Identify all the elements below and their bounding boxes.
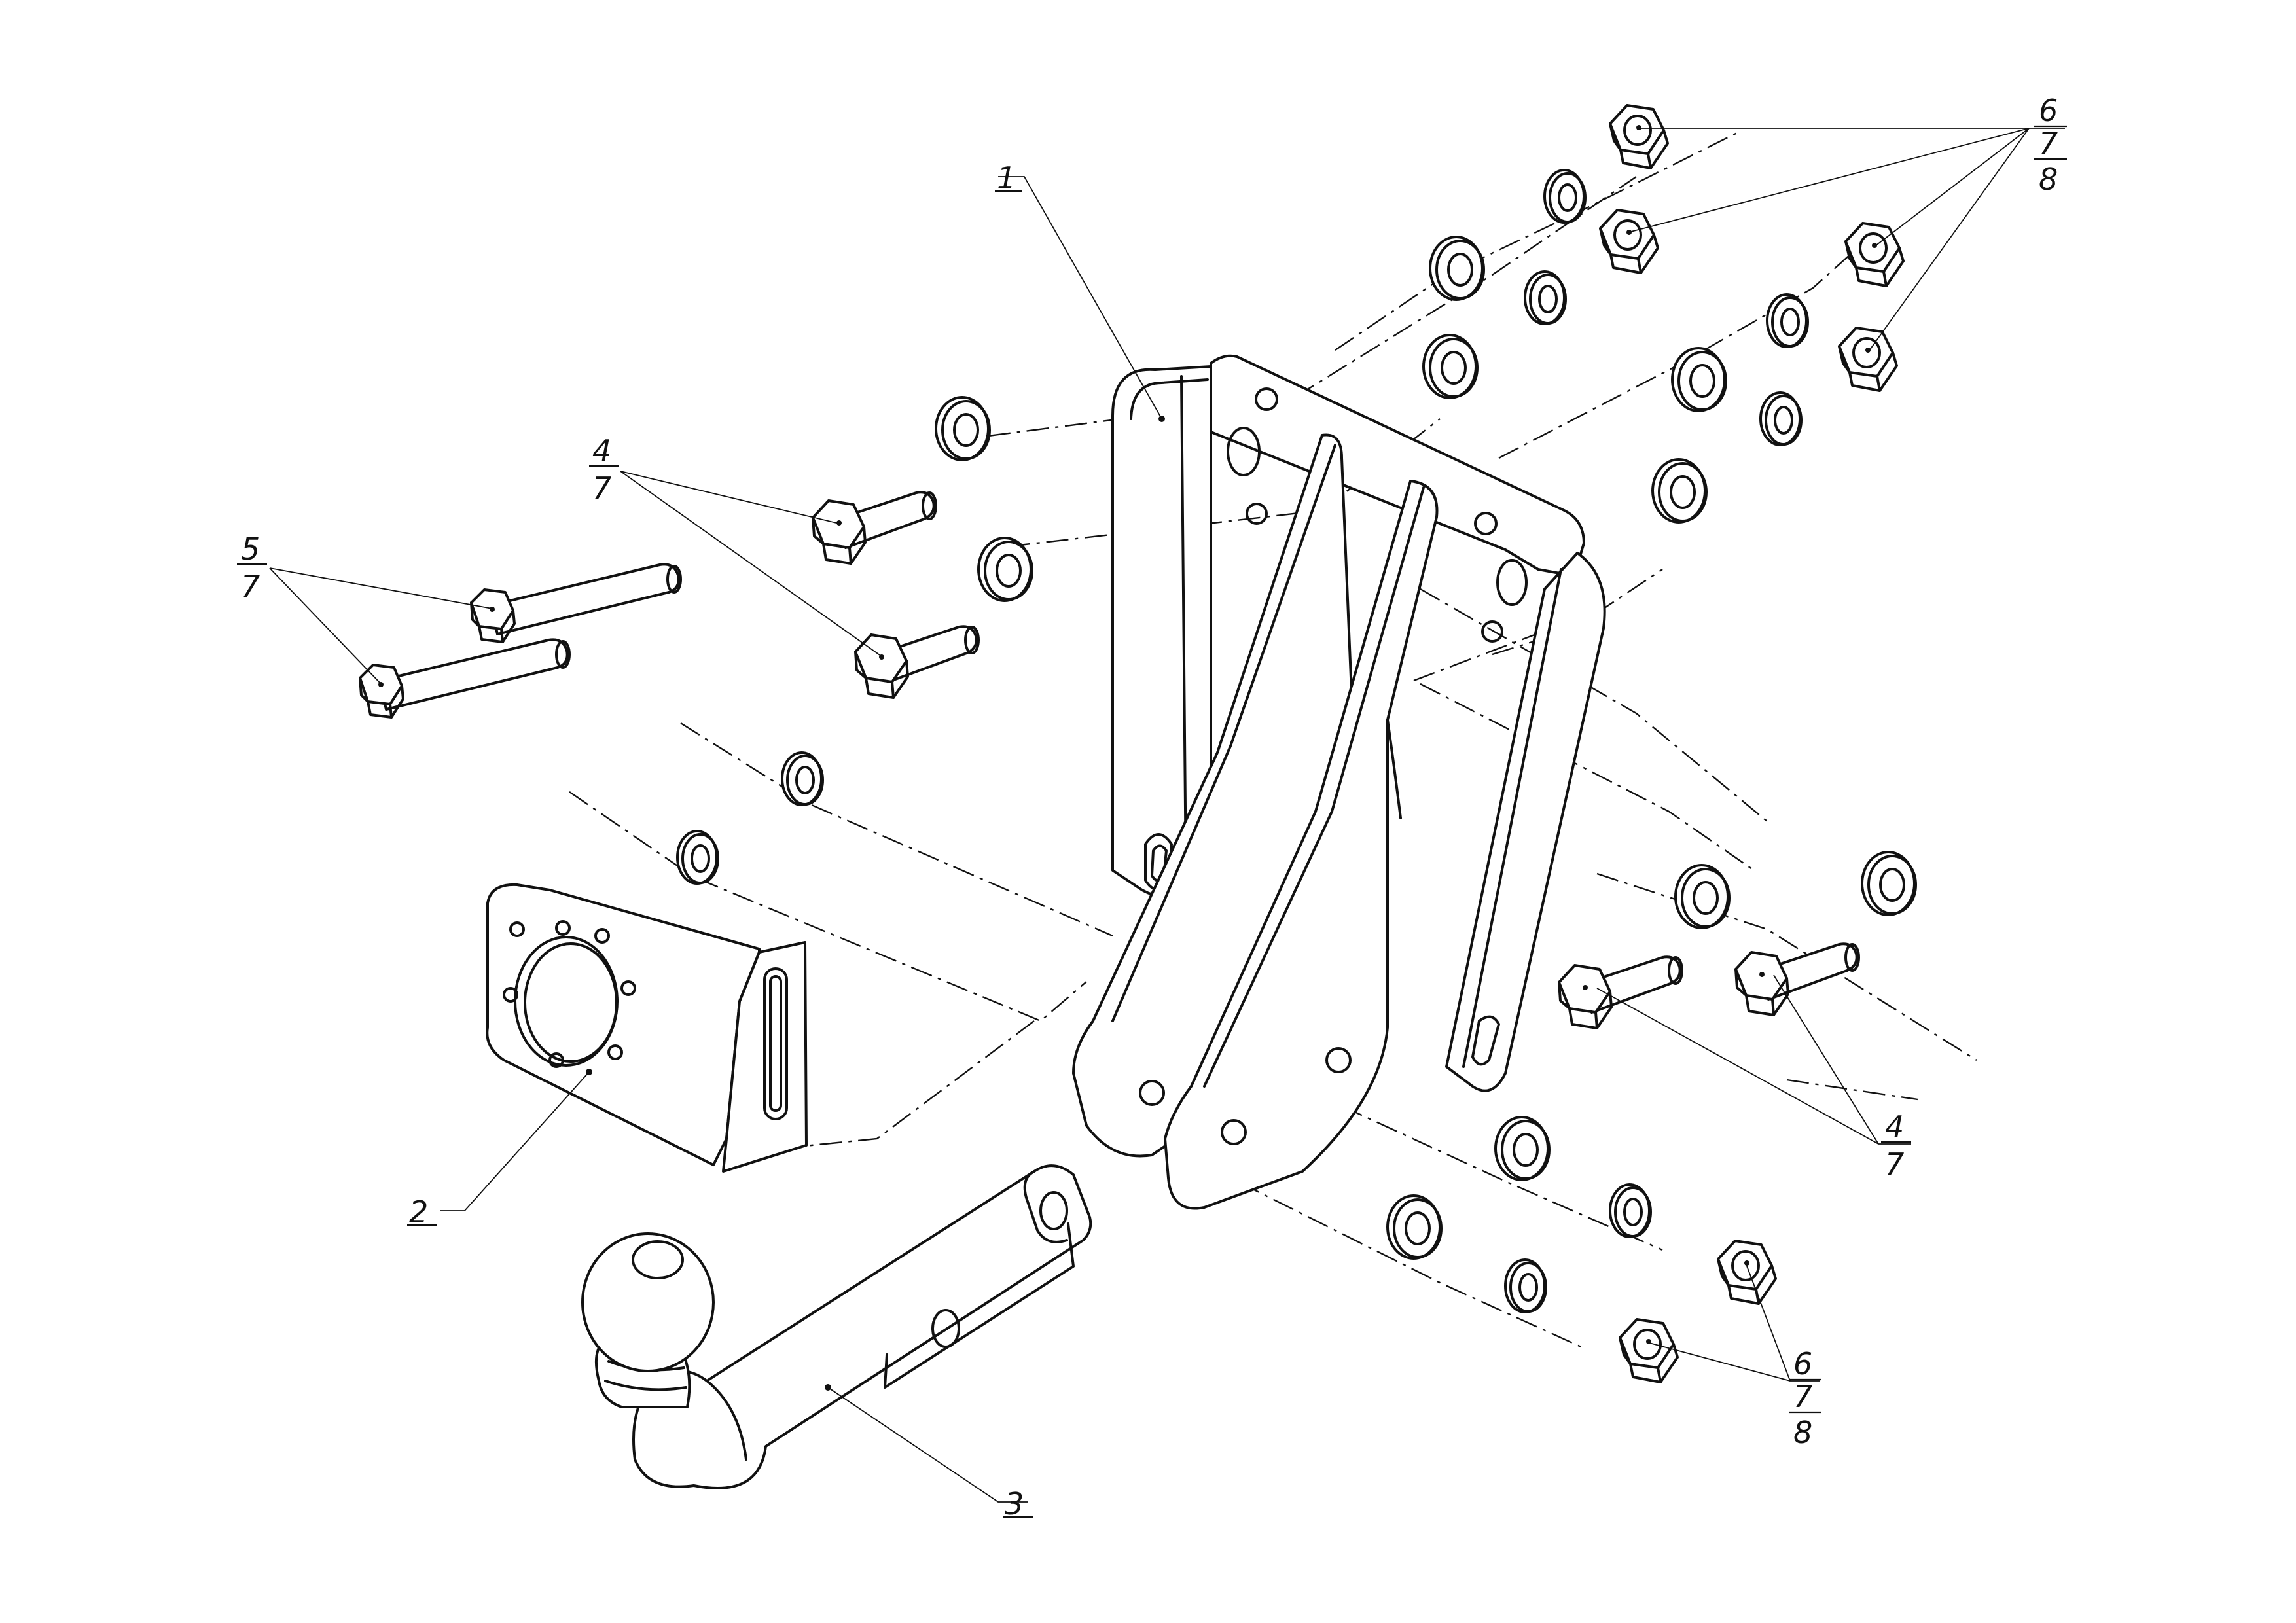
callout-bolt-left-top: 4 (592, 433, 611, 469)
callout-nuts-top-bot: 8 (2039, 162, 2058, 197)
leader-lines (269, 128, 2065, 1503)
callout-bolt-left-top-sub: 7 (592, 471, 611, 506)
socket-plate-part-2 (486, 883, 808, 1173)
bolts-short-left (812, 396, 1033, 699)
callout-part-3: 3 (1005, 1486, 1024, 1522)
mounting-bracket-part-1 (1072, 354, 1606, 1210)
callout-nuts-bottom: 6 (1793, 1346, 1812, 1382)
callout-nuts-bottom-bot: 8 (1793, 1415, 1812, 1450)
callout-nuts-top-mid: 7 (2039, 126, 2058, 161)
callout-part-2: 2 (409, 1194, 428, 1230)
callout-bolt-left-long: 5 (241, 531, 260, 567)
tow-ball-bar-part-3 (581, 1164, 1092, 1489)
callout-nuts-top: 6 (2039, 93, 2058, 128)
washers-and-nuts-top (1422, 104, 1905, 524)
callout-nuts-bottom-mid: 7 (1793, 1379, 1812, 1414)
callout-bolt-right-sub: 7 (1885, 1147, 1904, 1182)
callout-labels: 1 2 3 4 7 5 7 4 7 6 7 8 6 7 8 (237, 93, 2067, 1522)
callout-bolt-left-long-sub: 7 (241, 569, 260, 604)
callout-part-1: 1 (997, 160, 1016, 196)
callout-bolt-right: 4 (1885, 1109, 1904, 1145)
washers-and-nuts-bottom (1386, 1116, 1777, 1383)
bolts-long-left (359, 563, 824, 885)
